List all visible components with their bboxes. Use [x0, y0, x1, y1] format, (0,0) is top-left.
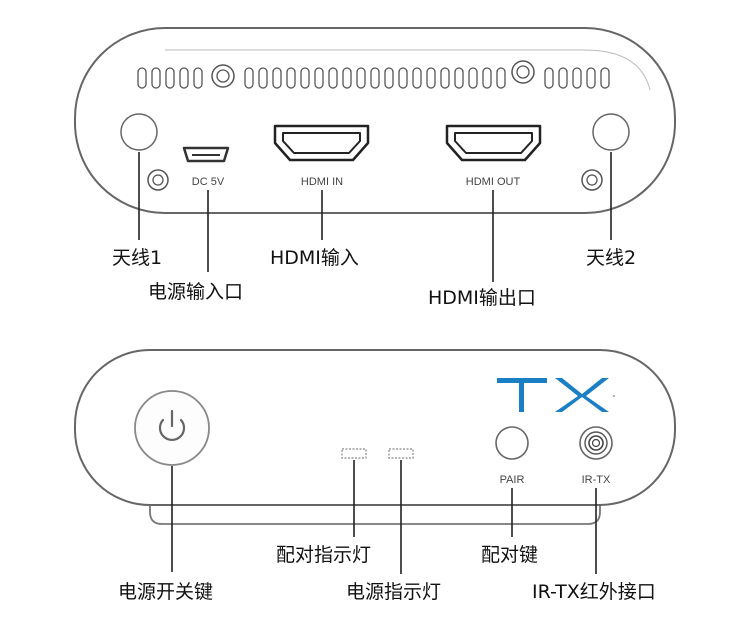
hdmi-in-port-icon: [273, 124, 370, 162]
pair-label: PAIR: [500, 474, 525, 486]
callout-pair-button: 配对键: [481, 544, 538, 566]
front-panel: PAIR IR-TX 配对指示灯 配对键 电源开关键 电源指示灯 IR-TX红外…: [74, 349, 676, 603]
front-leader-lines: [171, 460, 597, 574]
pair-indicator-led: [341, 448, 367, 459]
back-leader-lines: [138, 152, 612, 282]
callout-pair-indicator: 配对指示灯: [276, 544, 371, 566]
top-screw-left: [211, 64, 235, 88]
dc-port-label: DC 5V: [192, 176, 225, 188]
back-panel: DC 5V HDMI IN HDMI OUT 天线1 HDMI输入 天线2 电源…: [74, 27, 676, 309]
callout-power-input: 电源输入口: [148, 281, 243, 303]
callout-ir-tx-port: IR-TX红外接口: [532, 581, 656, 603]
bottom-screw-right: [581, 169, 603, 191]
callout-hdmi-input: HDMI输入: [270, 247, 359, 269]
antenna1-port: [120, 113, 158, 151]
pair-button[interactable]: [495, 426, 529, 460]
ir-tx-label: IR-TX: [582, 474, 611, 486]
top-screw-right: [511, 60, 535, 84]
callout-power-switch: 电源开关键: [118, 581, 213, 603]
power-icon: [158, 409, 186, 442]
callout-hdmi-output: HDMI输出口: [428, 287, 536, 309]
hdmi-out-port-label: HDMI OUT: [466, 176, 521, 188]
callout-antenna1: 天线1: [112, 247, 162, 269]
callout-antenna2: 天线2: [586, 247, 636, 269]
antenna2-port: [592, 113, 630, 151]
tx-logo: [497, 378, 615, 412]
hdmi-out-port-icon: [445, 124, 542, 162]
callout-power-indicator: 电源指示灯: [346, 581, 441, 603]
dc-port-icon: [182, 146, 230, 163]
bottom-screw-left: [147, 169, 169, 191]
front-panel-body: [74, 349, 676, 506]
power-button[interactable]: [134, 390, 210, 466]
power-indicator-led: [388, 448, 414, 459]
ir-tx-jack[interactable]: [579, 426, 613, 460]
vent-slots: [137, 67, 610, 89]
hdmi-in-port-label: HDMI IN: [301, 176, 343, 188]
